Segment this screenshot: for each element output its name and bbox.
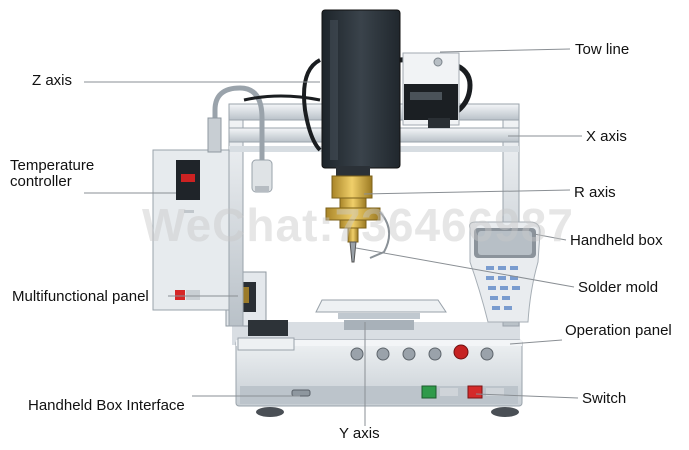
label-x-axis: X axis <box>586 128 627 145</box>
y-axis-worktable <box>315 299 447 330</box>
emergency-stop-button[interactable] <box>453 344 469 360</box>
red-switch[interactable] <box>467 385 483 399</box>
label-y-axis: Y axis <box>339 425 380 442</box>
temperature-controller <box>152 149 230 311</box>
label-multifunctional-panel: Multifunctional panel <box>12 288 149 305</box>
wire-feeder <box>404 84 458 120</box>
solder-mold <box>349 211 391 263</box>
z-axis-head <box>321 9 401 169</box>
watermark: WeChat:736466987 <box>142 199 574 251</box>
label-handheld-box: Handheld box <box>570 232 663 249</box>
label-temperature-controller: Temperature controller <box>10 157 95 190</box>
label-z-axis: Z axis <box>32 72 73 89</box>
machine-base <box>232 322 523 417</box>
leader-line-operation-panel <box>509 339 563 345</box>
handheld-box-port <box>291 389 311 397</box>
label-r-axis: R axis <box>574 184 616 201</box>
operation-panel-buttons <box>350 344 494 361</box>
tow-line-unit <box>402 52 460 128</box>
label-switch: Switch <box>582 390 627 407</box>
z-axis-cable <box>302 58 322 152</box>
leader-line-r-axis <box>363 189 571 195</box>
leader-line-tow-line <box>439 48 571 53</box>
foot <box>491 407 519 417</box>
leader-line-switch <box>475 393 579 399</box>
power-switches <box>421 385 504 399</box>
controller-power-switch[interactable] <box>175 290 185 300</box>
foot <box>256 407 284 417</box>
label-solder-mold: Solder mold <box>578 279 659 296</box>
handheld-box-keys <box>486 266 520 310</box>
label-tow-line: Tow line <box>575 41 630 58</box>
handheld-box <box>469 221 541 323</box>
leader-line-handheld-box <box>533 233 567 241</box>
gooseneck-lamp <box>207 85 273 193</box>
r-axis-unit <box>325 166 381 243</box>
green-switch[interactable] <box>421 385 437 399</box>
label-handheld-box-interface: Handheld Box Interface <box>28 397 185 414</box>
leader-line-solder-mold <box>355 247 575 288</box>
label-operation-panel: Operation panel <box>565 322 672 339</box>
